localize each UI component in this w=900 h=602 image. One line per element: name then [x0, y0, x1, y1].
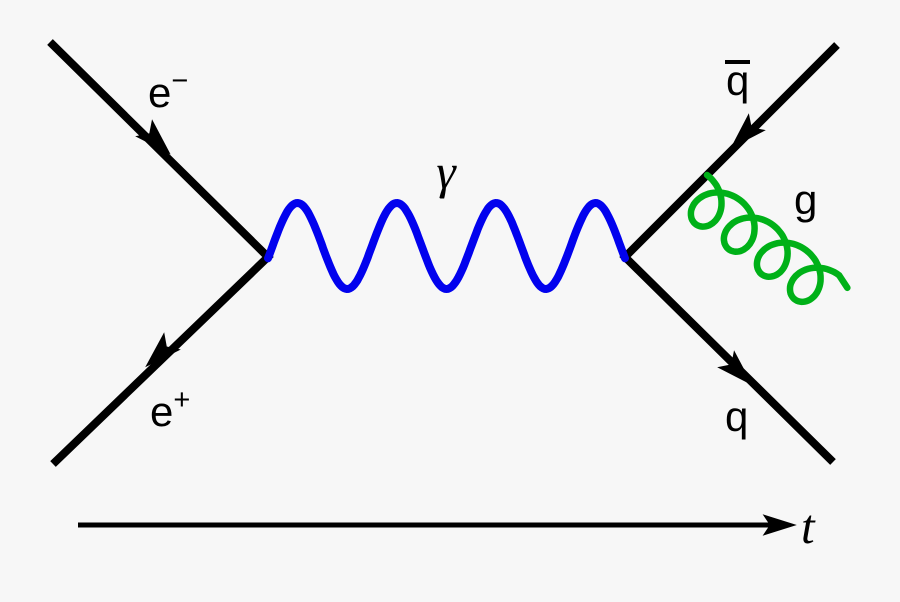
positron-label: e+ [150, 384, 190, 435]
positron-arrowhead [145, 332, 181, 368]
electron-label-base: e [148, 69, 171, 116]
gluon-coil-line [687, 171, 851, 306]
antiquark-label: q [726, 57, 749, 104]
electron-label-superscript: − [171, 65, 188, 97]
gluon-label: g [794, 176, 817, 223]
time-axis-label: t [801, 499, 816, 554]
time-axis-arrowhead [762, 514, 797, 536]
positron-label-base: e [150, 388, 173, 435]
quark-arrowhead [717, 350, 753, 386]
electron-label: e− [148, 65, 188, 116]
quark-label: q [725, 393, 748, 440]
photon-wavy-line [264, 198, 629, 294]
photon-label: γ [436, 144, 457, 199]
antiquark-arrowhead [730, 113, 766, 149]
positron-label-superscript: + [173, 384, 190, 416]
electron-arrowhead [135, 119, 171, 155]
